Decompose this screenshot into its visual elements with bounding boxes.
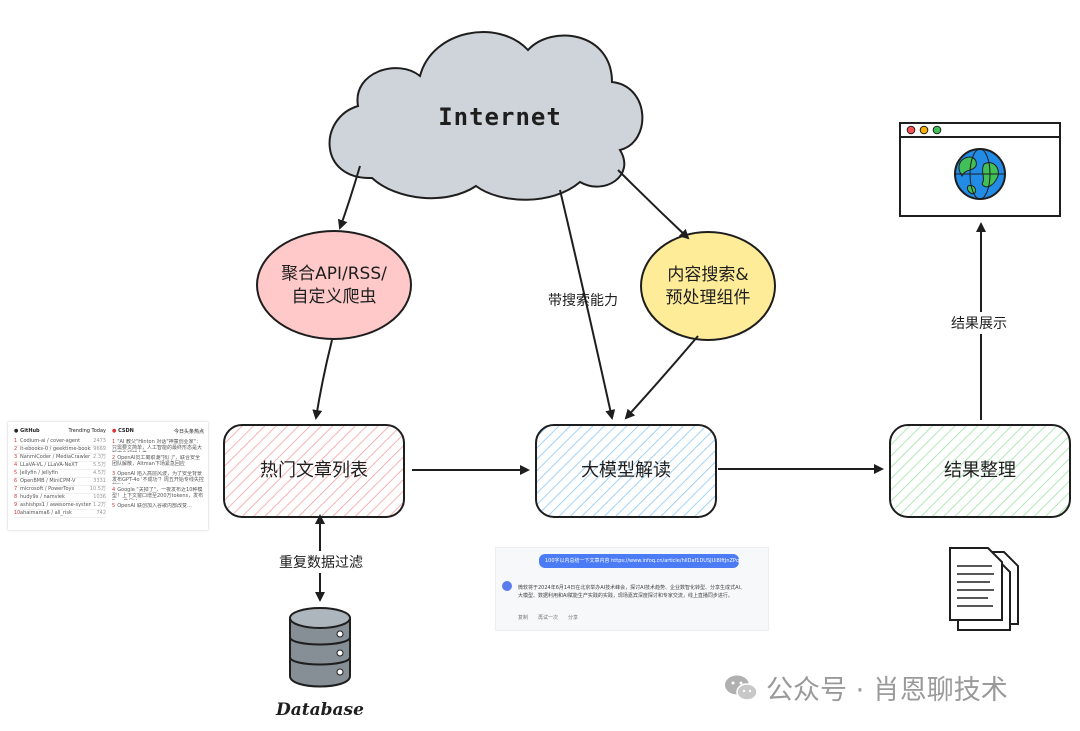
row-rank: 1 bbox=[14, 438, 18, 444]
row-headline: OpenAI 陷入高层风波，为了安全背景发布GPT-4o '不成功'？周五开始专… bbox=[112, 471, 204, 484]
retry-action: 再试一次 bbox=[538, 615, 559, 621]
arrow-search-to-llm bbox=[624, 335, 699, 420]
database-icon bbox=[289, 607, 351, 688]
arrow-aggregator-to-hotlist bbox=[312, 339, 333, 420]
search-component-ellipse bbox=[640, 231, 776, 341]
watermark: 公众号 · 肖恩聊技术 bbox=[724, 668, 1008, 707]
arrow-cloud-to-llm bbox=[559, 189, 616, 420]
aggregator-label: 聚合API/RSS/ 自定义爬虫 bbox=[281, 264, 387, 307]
search-capability-label: 带搜索能力 bbox=[548, 293, 618, 309]
row-rank: 4 bbox=[112, 487, 116, 493]
document-stack-icon bbox=[949, 547, 1019, 631]
hot-list-box bbox=[223, 424, 405, 518]
row-repo: Codium-ai / cover-agent bbox=[20, 438, 81, 444]
row-count: 742 bbox=[96, 510, 106, 516]
aggregator-ellipse bbox=[256, 230, 412, 340]
row-repo: ahaimama6 / all_risk bbox=[20, 510, 72, 516]
row-repo: ashishps1 / awesome-system-design-resour… bbox=[20, 502, 92, 508]
arrow-cloud-to-search bbox=[617, 169, 690, 240]
csdn-subtitle: 今日头条热点 bbox=[173, 429, 204, 435]
chat-actions: 复制 再试一次 分享 bbox=[518, 614, 578, 621]
internet-cloud bbox=[328, 31, 644, 201]
llm-label: 大模型解读 bbox=[581, 459, 671, 481]
display-label: 结果展示 bbox=[948, 312, 1010, 334]
row-headline: Google "关掉了"，一夜发布近10种模型！上下文窗口增至200万token… bbox=[112, 487, 204, 500]
row-repo: Jellyfin / jellyfin bbox=[20, 470, 58, 476]
organize-box bbox=[889, 424, 1071, 518]
row-count: 4.5万 bbox=[93, 470, 106, 476]
row-rank: 3 bbox=[112, 471, 116, 477]
row-rank: 6 bbox=[14, 478, 18, 484]
share-action: 分享 bbox=[568, 615, 579, 621]
row-count: 1036 bbox=[93, 494, 106, 500]
dedupe-label: 重复数据过滤 bbox=[276, 551, 366, 573]
row-count: 2473 bbox=[93, 438, 106, 444]
wechat-icon bbox=[725, 675, 758, 701]
row-headline: OpenAI 联创加入谷歌内部改变... bbox=[117, 503, 192, 509]
arrow-cloud-to-aggregator bbox=[337, 165, 361, 230]
row-headline: OpenAI员工离职潮"找门"，联合安全团队解散，Altman下场紧急回应 bbox=[112, 455, 201, 467]
chat-query-bubble: 100字以内总结一下文章内容 https://www.infoq.cn/arti… bbox=[539, 554, 739, 568]
row-count: 3331 bbox=[93, 478, 106, 484]
row-count: 10.5万 bbox=[89, 486, 106, 492]
row-rank: 10 bbox=[14, 510, 21, 516]
row-rank: 3 bbox=[14, 454, 18, 460]
row-rank: 9 bbox=[14, 502, 18, 508]
hot-list-label: 热门文章列表 bbox=[260, 459, 368, 481]
row-count: 9669 bbox=[93, 446, 106, 452]
row-repo: LLaVA-VL / LLaVA-NeXT bbox=[20, 462, 78, 468]
organize-label: 结果整理 bbox=[944, 459, 1016, 481]
row-rank: 2 bbox=[112, 455, 116, 461]
row-repo: OpenBMB / MiniCPM-V bbox=[20, 478, 76, 484]
watermark-text: 公众号 · 肖恩聊技术 bbox=[766, 675, 1008, 706]
copy-action: 复制 bbox=[518, 615, 529, 621]
row-count: 2.3万 bbox=[93, 454, 106, 460]
row-rank: 1 bbox=[112, 439, 116, 445]
row-rank: 8 bbox=[14, 494, 18, 500]
search-component-label: 内容搜索& 预处理组件 bbox=[665, 265, 751, 308]
row-headline: "AI 教父"Hinton 对话"神童创业家"：只需要文简单，人工智能的最终形态… bbox=[112, 439, 203, 452]
row-repo: NanmiCoder / MediaCrawler bbox=[20, 454, 91, 460]
row-repo: microsoft / PowerToys bbox=[20, 486, 75, 492]
csdn-title: ● CSDN bbox=[112, 428, 134, 434]
row-rank: 7 bbox=[14, 486, 18, 492]
github-icon-title: ● GitHub bbox=[14, 428, 40, 434]
row-rank: 2 bbox=[14, 446, 18, 452]
row-rank: 5 bbox=[14, 470, 18, 476]
row-repo: it-ebooks-0 / geektime-books bbox=[20, 446, 92, 452]
row-repo: hudy9x / namviek bbox=[20, 494, 65, 500]
llm-chat-thumbnail: 100字以内总结一下文章内容 https://www.infoq.cn/arti… bbox=[495, 547, 769, 631]
row-count: 5.5万 bbox=[93, 462, 106, 468]
row-rank: 4 bbox=[14, 462, 18, 468]
csdn-hot-row: 1"AI 教父"Hinton 对话"神童创业家"：只需要文简单，人工智能的最终形… bbox=[112, 439, 204, 452]
chat-answer: 微软将于2024年6月14日在北京举办AI技术峰会，探讨AI技术趋势、企业数智化… bbox=[518, 585, 745, 599]
row-count: 1.2万 bbox=[93, 502, 106, 508]
internet-label: Internet bbox=[438, 102, 562, 131]
csdn-hot-panel: ● CSDN 今日头条热点 1"AI 教父"Hinton 对话"神童创业家"：只… bbox=[112, 428, 204, 519]
assistant-avatar bbox=[502, 581, 512, 591]
llm-box bbox=[535, 424, 717, 518]
globe-icon bbox=[954, 148, 1006, 200]
row-rank: 5 bbox=[112, 503, 116, 509]
github-subtitle: Trending Today bbox=[68, 428, 106, 434]
database-label: Database bbox=[276, 700, 364, 720]
